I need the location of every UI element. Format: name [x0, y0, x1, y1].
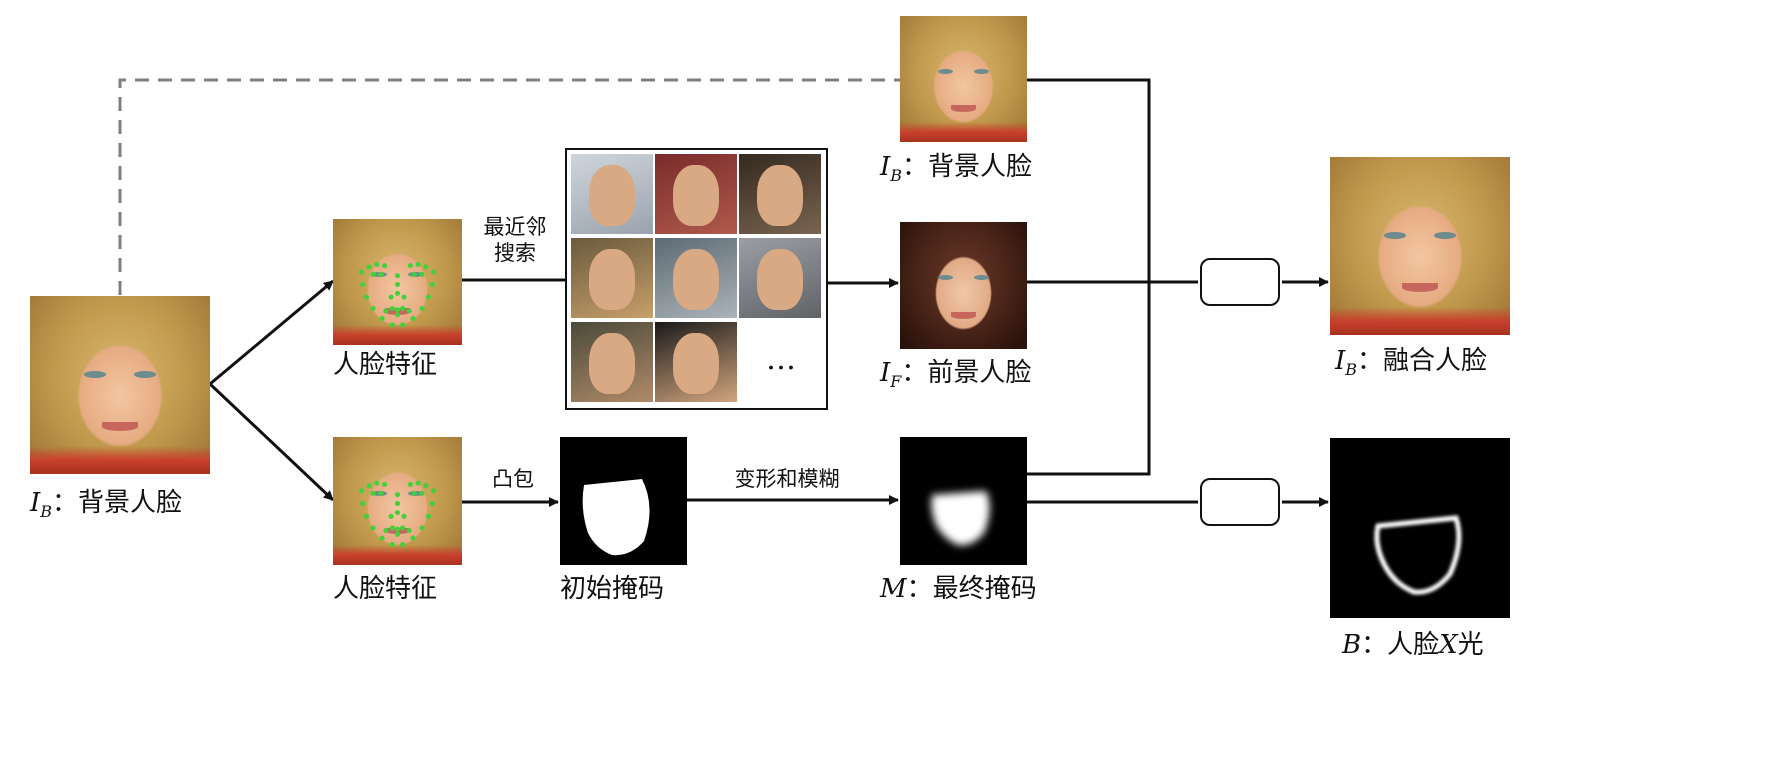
gallery-face-2 [655, 154, 737, 234]
landmark-face-bottom-image [333, 437, 462, 565]
blend-operation-box [1200, 258, 1280, 306]
face-xray-image [1330, 438, 1510, 618]
landmark-points-icon [358, 480, 437, 548]
dashed-reference-line [118, 78, 900, 295]
gallery-ellipsis: … [766, 342, 796, 377]
xray-operation-box [1200, 478, 1280, 526]
landmark-top-label: 人脸特征 [333, 350, 438, 380]
mask-shape-icon [931, 491, 990, 546]
mask-shape-icon [582, 479, 650, 556]
gallery-face-5 [655, 238, 737, 318]
face-gallery [565, 148, 828, 410]
landmark-points-icon [358, 261, 437, 328]
blended-face-label: IB：融合人脸 [1335, 346, 1488, 379]
foreground-face-label: IF：前景人脸 [880, 358, 1032, 391]
gallery-face-7 [571, 322, 653, 402]
line-background-to-merge [1027, 78, 1151, 476]
xray-outline-icon [1374, 515, 1462, 595]
arrow-to-bottom-landmarks [208, 382, 335, 502]
face-xray-label: B：人脸X光 [1342, 630, 1484, 660]
gallery-face-6 [739, 238, 821, 318]
background-face-image [900, 16, 1027, 142]
convex-hull-label: 凸包 [492, 467, 534, 491]
landmark-face-top-image [333, 219, 462, 345]
initial-mask-image [560, 437, 687, 565]
foreground-face-image [900, 222, 1027, 349]
input-face-image [30, 296, 210, 474]
nn-search-label: 最近邻 搜索 [483, 215, 547, 265]
gallery-face-8 [655, 322, 737, 402]
input-face-label: IB：背景人脸 [30, 488, 183, 521]
gallery-face-3 [739, 154, 821, 234]
background-face-label: IB：背景人脸 [880, 152, 1033, 185]
arrow-to-top-landmarks [209, 279, 334, 386]
gallery-face-1 [571, 154, 653, 234]
blended-face-image [1330, 157, 1510, 335]
gallery-face-4 [571, 238, 653, 318]
initial-mask-label: 初始掩码 [560, 574, 665, 604]
final-mask-label: M：最终掩码 [880, 574, 1037, 604]
final-mask-image [900, 437, 1027, 565]
landmark-bottom-label: 人脸特征 [333, 574, 438, 604]
deform-blur-label: 变形和模糊 [734, 467, 840, 491]
